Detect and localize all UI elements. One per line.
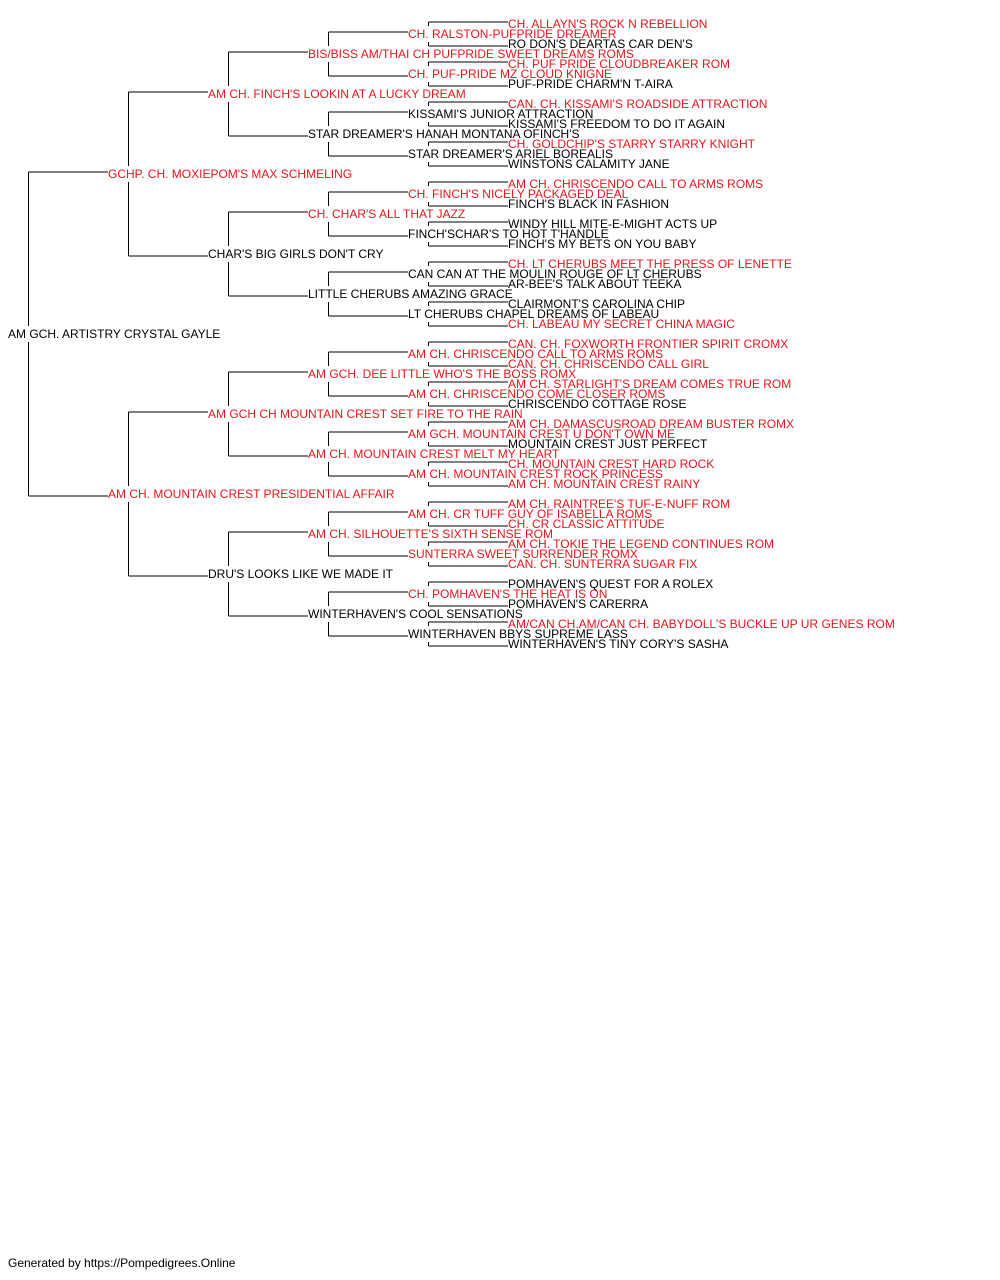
ancestor-name: AM CH. DAMASCUSROAD DREAM BUSTER ROMX <box>508 417 795 431</box>
ancestor-name: CAN. CH. KISSAMI'S ROADSIDE ATTRACTION <box>508 97 768 111</box>
ancestor-name: CAN. CH. FOXWORTH FRONTIER SPIRIT CROMX <box>508 337 789 351</box>
ancestor-name: WINSTONS CALAMITY JANE <box>508 157 670 171</box>
ancestor-name: AM CH. STARLIGHT'S DREAM COMES TRUE ROM <box>508 377 792 391</box>
ancestor-name: DRU'S LOOKS LIKE WE MADE IT <box>208 567 393 581</box>
ancestor-name: STAR DREAMER'S ARIEL BOREALIS <box>408 147 614 161</box>
ancestor-name: BIS/BISS AM/THAI CH PUFPRIDE SWEET DREAM… <box>308 47 634 61</box>
ancestor-name: CAN CAN AT THE MOULIN ROUGE OF LT CHERUB… <box>408 267 702 281</box>
ancestor-name: AM CH. TOKIE THE LEGEND CONTINUES ROM <box>508 537 775 551</box>
ancestor-name: KISSAMI'S FREEDOM TO DO IT AGAIN <box>508 117 726 131</box>
ancestor-name: PUF-PRIDE CHARM'N T-AIRA <box>508 77 673 91</box>
subject-dog-name: AM GCH. ARTISTRY CRYSTAL GAYLE <box>8 327 221 341</box>
ancestor-name: WINTERHAVEN BBYS SUPREME LASS <box>408 627 628 641</box>
ancestor-name: AM GCH. DEE LITTLE WHO'S THE BOSS ROMX <box>308 367 577 381</box>
ancestor-name: AM CH. CHRISCENDO CALL TO ARMS ROMS <box>508 177 764 191</box>
generated-by-footer: Generated by https://Pompedigrees.Online <box>8 1256 236 1270</box>
ancestor-name: STAR DREAMER'S HANAH MONTANA OFINCH'S <box>308 127 580 141</box>
ancestor-name: AM GCH CH MOUNTAIN CREST SET FIRE TO THE… <box>208 407 523 421</box>
ancestor-name: CH. MOUNTAIN CREST HARD ROCK <box>508 457 715 471</box>
ancestor-name: AM CH. MOUNTAIN CREST RAINY <box>508 477 701 491</box>
ancestor-name: WINTERHAVEN'S COOL SENSATIONS <box>308 607 523 621</box>
ancestor-name: AM CH. MOUNTAIN CREST ROCK PRINCESS <box>408 467 663 481</box>
ancestor-name: CH. RALSTON-PUFPRIDE DREAMER <box>408 27 617 41</box>
ancestor-name: CH. PUF PRIDE CLOUDBREAKER ROM <box>508 57 731 71</box>
ancestor-name: AM CH. CHRISCENDO COME CLOSER ROMS <box>408 387 666 401</box>
ancestor-name: WINDY HILL MITE-E-MIGHT ACTS UP <box>508 217 718 231</box>
ancestor-name: CH. LABEAU MY SECRET CHINA MAGIC <box>508 317 735 331</box>
ancestor-name: CAN. CH. CHRISCENDO CALL GIRL <box>508 357 709 371</box>
ancestor-name: AM GCH. MOUNTAIN CREST U DON'T OWN ME <box>408 427 675 441</box>
ancestor-name: CH. FINCH'S NICELY PACKAGED DEAL <box>408 187 629 201</box>
ancestor-name: RO DON'S DEARTAS CAR DEN'S <box>508 37 693 51</box>
ancestor-name: GCHP. CH. MOXIEPOM'S MAX SCHMELING <box>108 167 353 181</box>
ancestor-name: CAN. CH. SUNTERRA SUGAR FIX <box>508 557 698 571</box>
ancestor-name: FINCH'S MY BETS ON YOU BABY <box>508 237 697 251</box>
ancestor-name: SUNTERRA SWEET SURRENDER ROMX <box>408 547 638 561</box>
ancestor-name: LITTLE CHERUBS AMAZING GRACE <box>308 287 513 301</box>
ancestor-name: CH. CHAR'S ALL THAT JAZZ <box>308 207 466 221</box>
ancestor-name: CH. CR CLASSIC ATTITUDE <box>508 517 665 531</box>
ancestor-name: AM CH. CR TUFF GUY OF ISABELLA ROMS <box>408 507 653 521</box>
ancestor-name: CLAIRMONT'S CAROLINA CHIP <box>508 297 685 311</box>
ancestor-name: WINTERHAVEN'S TINY CORY'S SASHA <box>508 637 729 651</box>
ancestor-name: AR-BEE'S TALK ABOUT TEEKA <box>508 277 682 291</box>
ancestor-name: CH. LT CHERUBS MEET THE PRESS OF LENETTE <box>508 257 792 271</box>
ancestor-name: AM CH. SILHOUETTE'S SIXTH SENSE ROM <box>308 527 553 541</box>
ancestor-name: AM CH. CHRISCENDO CALL TO ARMS ROMS <box>408 347 664 361</box>
ancestor-name: CHAR'S BIG GIRLS DON'T CRY <box>208 247 384 261</box>
ancestor-name: KISSAMI'S JUNIOR ATTRACTION <box>408 107 594 121</box>
ancestor-name: POMHAVEN'S QUEST FOR A ROLEX <box>508 577 714 591</box>
ancestor-name: AM CH. MOUNTAIN CREST PRESIDENTIAL AFFAI… <box>108 487 395 501</box>
ancestor-name: CH. ALLAYN'S ROCK N REBELLION <box>508 17 708 31</box>
ancestor-name: FINCH'SCHAR'S TO HOT T'HANDLE <box>408 227 609 241</box>
ancestor-name: AM CH. RAINTREE'S TUF-E-NUFF ROM <box>508 497 731 511</box>
ancestor-name: CH. GOLDCHIP'S STARRY STARRY KNIGHT <box>508 137 756 151</box>
ancestor-name: MOUNTAIN CREST JUST PERFECT <box>508 437 708 451</box>
ancestor-name: FINCH'S BLACK IN FASHION <box>508 197 669 211</box>
ancestor-name: CHRISCENDO COTTAGE ROSE <box>508 397 687 411</box>
ancestor-name: POMHAVEN'S CARERRA <box>508 597 649 611</box>
ancestor-name: LT CHERUBS CHAPEL DREAMS OF LABEAU <box>408 307 660 321</box>
ancestor-name: AM/CAN CH.AM/CAN CH. BABYDOLL'S BUCKLE U… <box>508 617 895 631</box>
ancestor-name: CH. PUF-PRIDE MZ CLOUD KNIGNE <box>408 67 613 81</box>
ancestor-name: AM CH. MOUNTAIN CREST MELT MY HEART <box>308 447 560 461</box>
ancestor-name: CH. POMHAVEN'S THE HEAT IS ON <box>408 587 608 601</box>
ancestor-name: AM CH. FINCH'S LOOKIN AT A LUCKY DREAM <box>208 87 466 101</box>
